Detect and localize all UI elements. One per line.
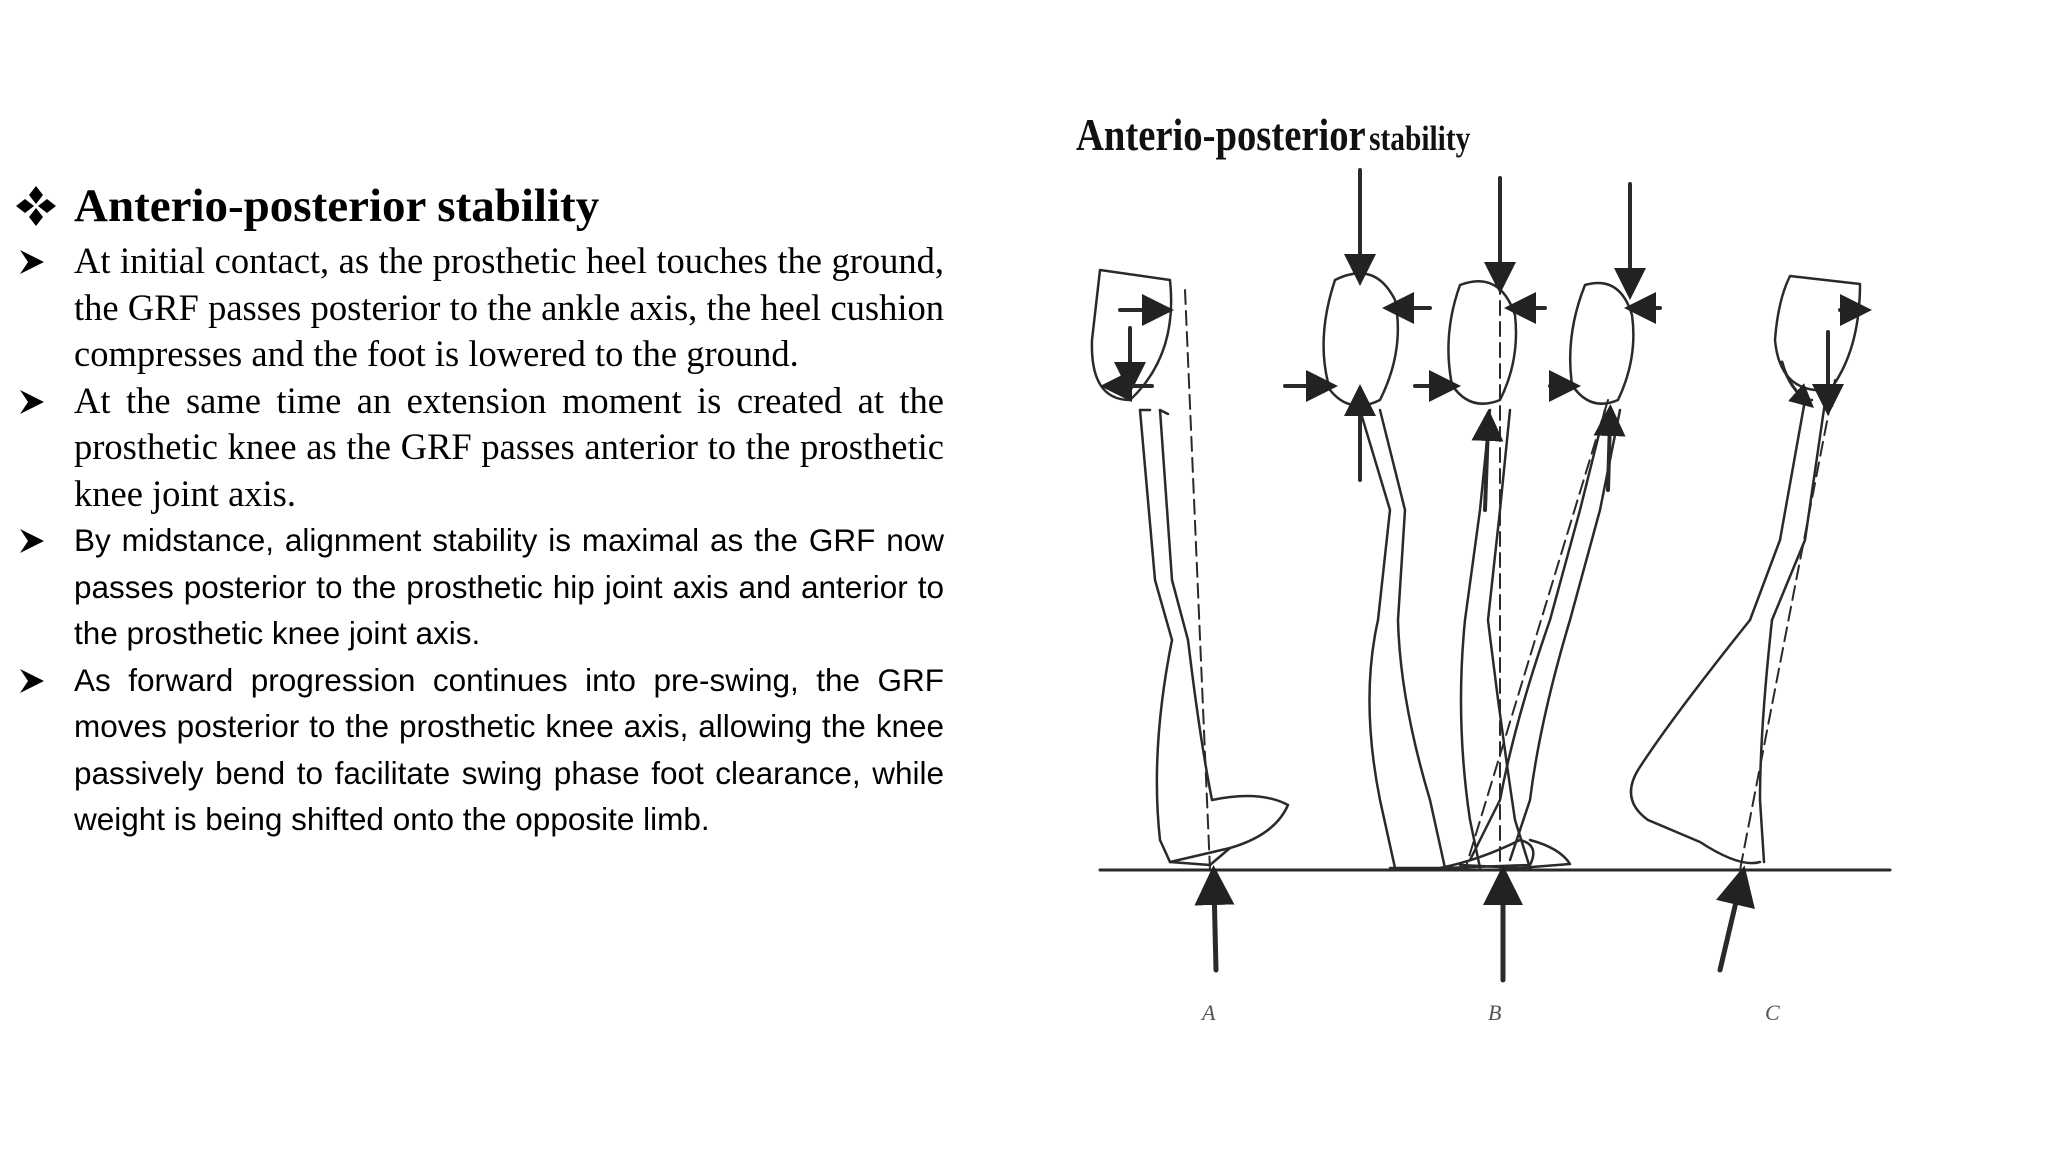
list-item: By midstance, alignment stability is max… (14, 517, 944, 657)
grf-arrow-c (1715, 865, 1755, 973)
slide-heading: Anterio-posterior stability (14, 178, 944, 234)
heading-text: Anterio-posterior stability (74, 180, 600, 232)
arrow-b-up-2 (1471, 409, 1504, 512)
arrowhead-icon (20, 529, 44, 553)
bullet-text: At the same time an extension moment is … (74, 379, 944, 514)
text-column: Anterio-posterior stability At initial c… (14, 178, 944, 843)
grf-arrow-a (1194, 865, 1235, 973)
arrowhead-icon (20, 668, 44, 693)
figure-title-rest: stability (1369, 119, 1471, 158)
figure-title: Anterio-posterior stability (1076, 108, 1470, 161)
grf-line-b2 (1464, 399, 1609, 871)
arrowhead-icon (20, 250, 44, 274)
arrow-b-up-3 (1593, 404, 1626, 492)
list-item: As forward progression continues into pr… (14, 657, 944, 843)
figure-title-main: Anterio-posterior (1076, 109, 1366, 160)
grf-line-c (1739, 379, 1836, 871)
bullet-text: As forward progression continues into pr… (74, 661, 944, 838)
arrowhead-icon (20, 389, 44, 414)
figure-label-a: A (1202, 1000, 1216, 1025)
gait-stability-figure: Anterio-posterior stability (1060, 100, 1910, 1060)
figure-drawing (1090, 168, 1892, 983)
bullet-text: At initial contact, as the prosthetic he… (74, 240, 944, 374)
bullet-text: By midstance, alignment stability is max… (74, 522, 944, 651)
list-item: At initial contact, as the prosthetic he… (14, 238, 944, 378)
bullet-list: At initial contact, as the prosthetic he… (14, 238, 944, 843)
limb-b-group (1322, 272, 1635, 872)
limb-c (1629, 274, 1862, 865)
figure-label-c: C (1765, 1000, 1780, 1025)
list-item: At the same time an extension moment is … (14, 378, 944, 518)
arrow-c-curve (1780, 360, 1814, 408)
figure-label-b: B (1488, 1000, 1502, 1025)
limb-a (1090, 268, 1290, 867)
four-diamond-icon (16, 186, 56, 226)
grf-line-a (1184, 289, 1211, 871)
